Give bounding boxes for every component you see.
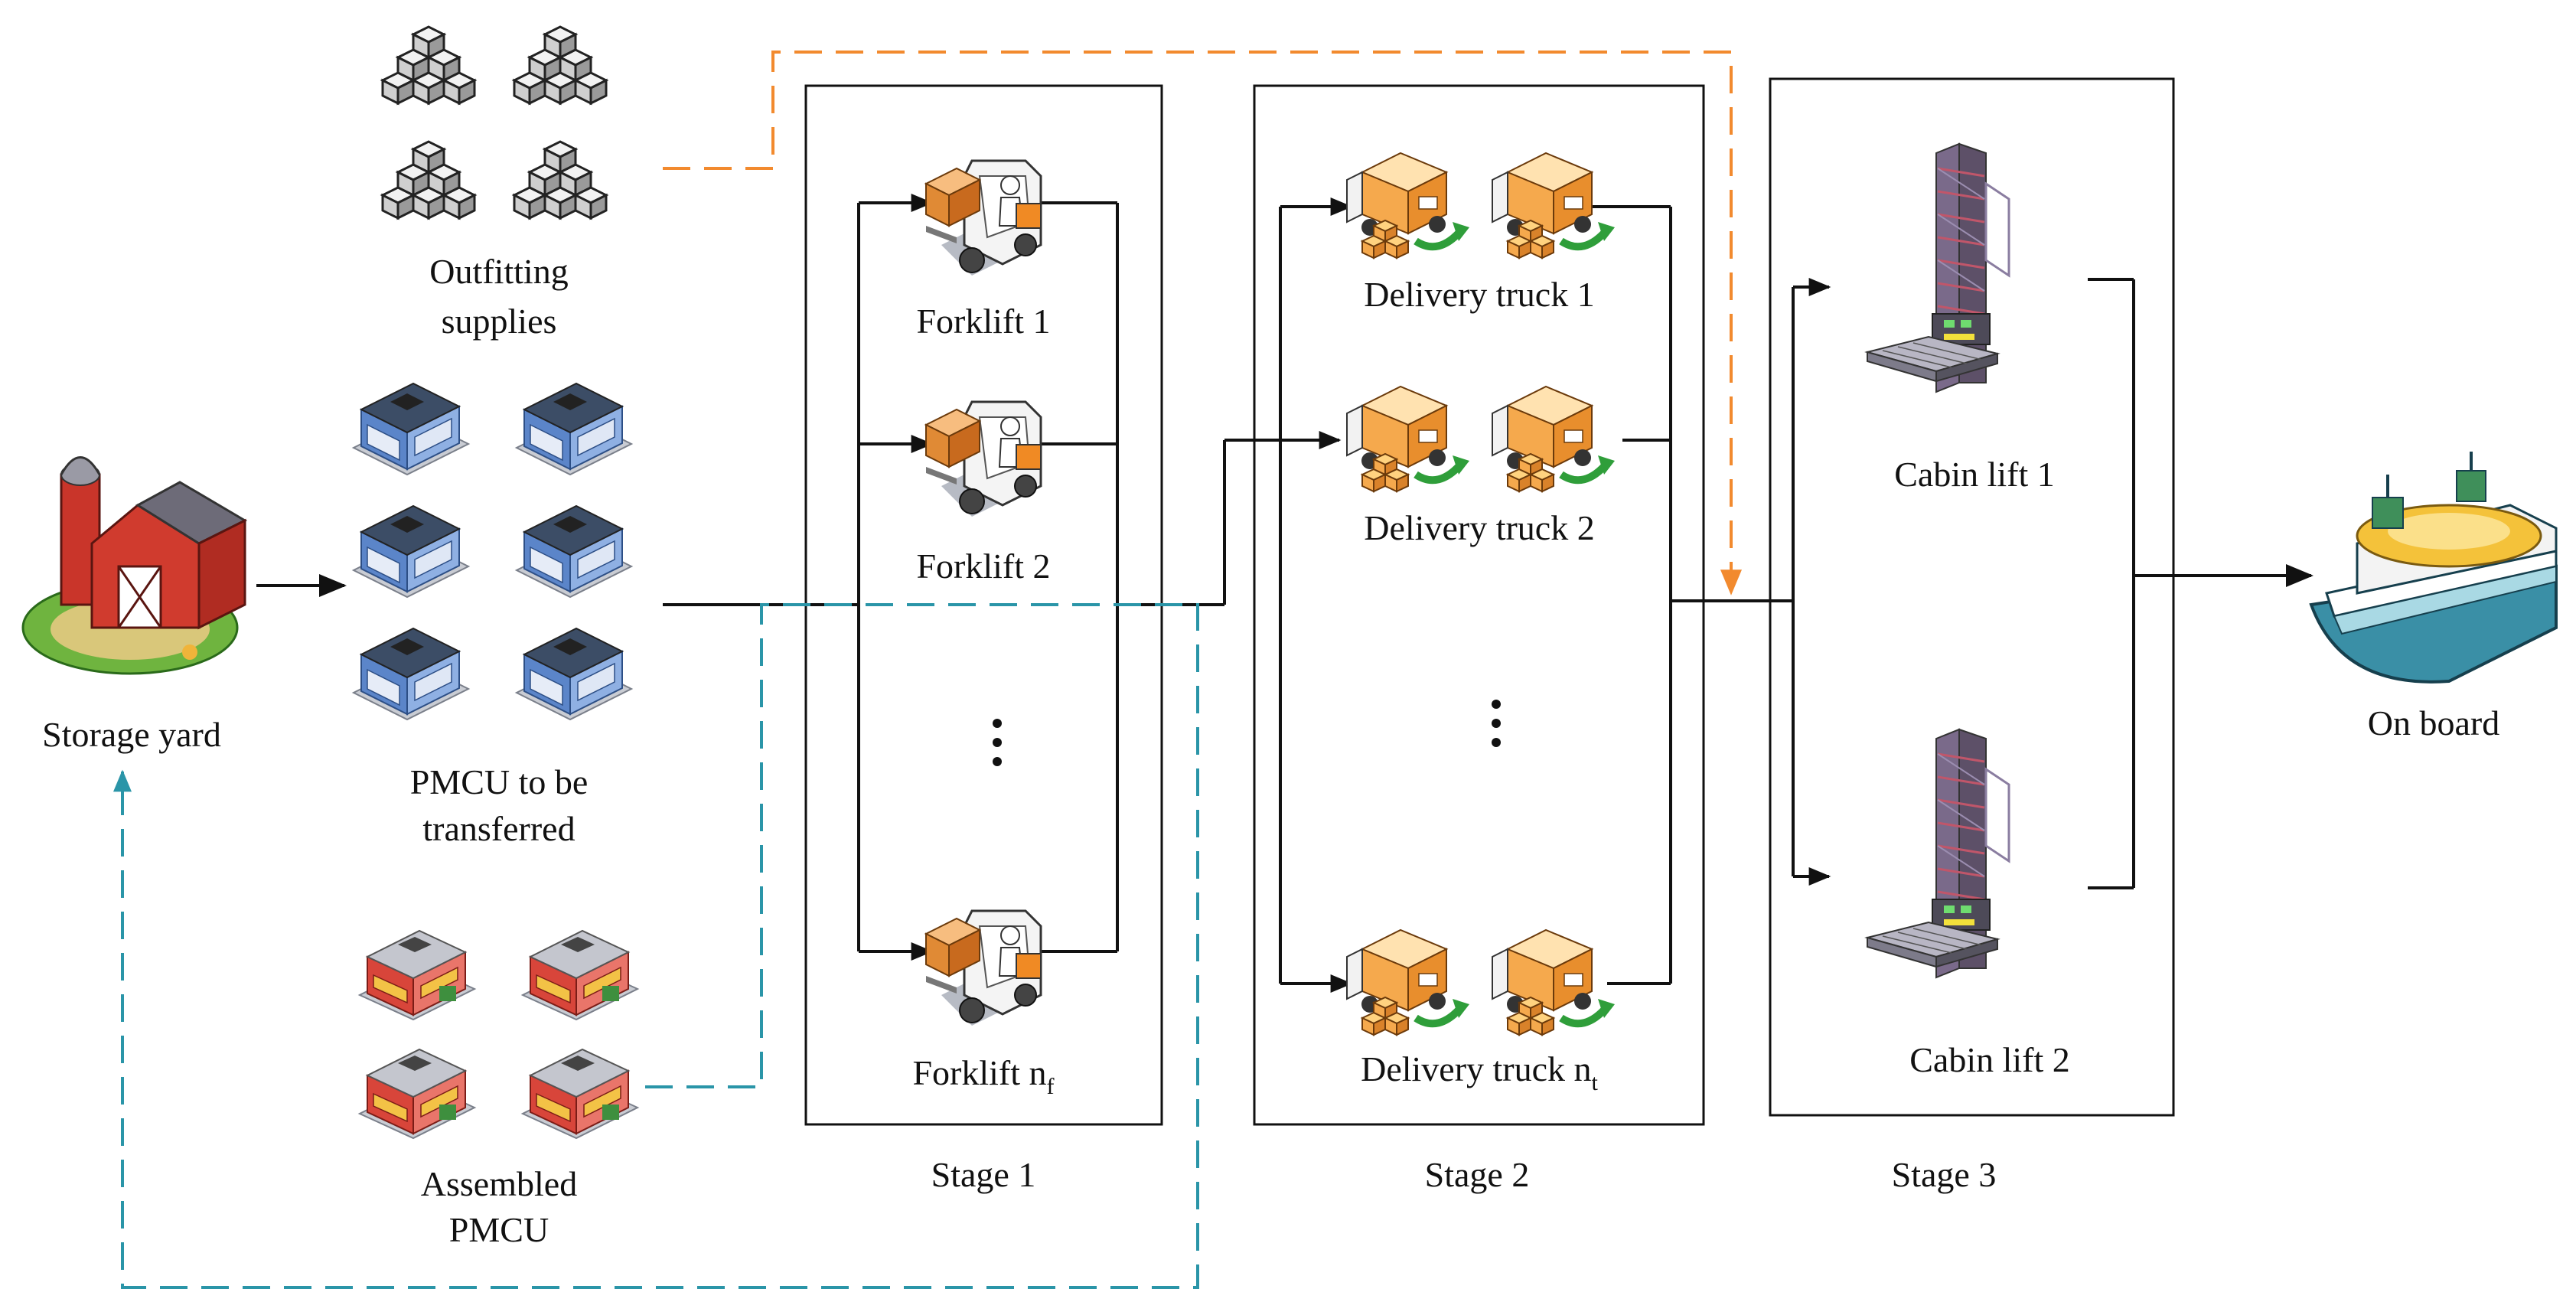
module-unit-icon-6 xyxy=(516,628,632,720)
module-unit-icon-4 xyxy=(516,505,632,598)
stage-1-title: Stage 1 xyxy=(931,1155,1036,1194)
stage-3-title: Stage 3 xyxy=(1892,1155,1997,1194)
outfitting-label-line2: supplies xyxy=(442,302,557,341)
module-unit-icon-3 xyxy=(353,505,469,598)
outfitting-label-line1: Outfitting xyxy=(429,252,568,291)
stage-2-box xyxy=(1253,84,1705,1126)
truck-n-label: Delivery truck nt xyxy=(1361,1049,1598,1095)
forklift-n-label: Forklift nf xyxy=(912,1053,1054,1099)
crate-stack-icon-4 xyxy=(513,140,608,220)
crate-stack-icon-3 xyxy=(381,140,476,220)
delivery-truck-icon-3a xyxy=(1347,930,1469,1035)
assembled-module-icon-2 xyxy=(522,930,638,1020)
module-unit-icon-2 xyxy=(516,383,632,475)
barn-icon xyxy=(21,456,248,675)
forklift-1-label: Forklift 1 xyxy=(916,302,1050,341)
assembled-module-icon-1 xyxy=(359,930,475,1020)
module-unit-icon-1 xyxy=(353,383,469,475)
truck-1-label: Delivery truck 1 xyxy=(1364,275,1594,314)
delivery-truck-icon-2a xyxy=(1347,387,1469,491)
forklift-ellipsis xyxy=(993,719,1002,766)
crate-stack-icon-1 xyxy=(381,25,476,105)
assembled-module-icon-3 xyxy=(359,1049,475,1139)
module-unit-icon-5 xyxy=(353,628,469,720)
return-flow-line xyxy=(113,603,1199,1289)
pmcu-label-line1: PMCU to be xyxy=(410,762,589,801)
storage-yard-label: Storage yard xyxy=(42,715,221,754)
on-board-label: On board xyxy=(2368,703,2499,742)
forklift-2-label: Forklift 2 xyxy=(916,547,1050,586)
truck-2-label: Delivery truck 2 xyxy=(1364,508,1594,547)
main-flow-lines xyxy=(256,194,2314,993)
cabin-lift-icon-2 xyxy=(1866,728,2010,979)
stage-2-title: Stage 2 xyxy=(1425,1155,1530,1194)
forklift-icon-2 xyxy=(924,400,1042,518)
pmcu-label-line2: transferred xyxy=(422,809,575,848)
truck-ellipsis xyxy=(1492,700,1501,747)
assembled-module-icon-4 xyxy=(522,1049,638,1139)
cabin-lift-1-label: Cabin lift 1 xyxy=(1894,455,2055,494)
forklift-icon-3 xyxy=(924,909,1042,1027)
supply-flow-line xyxy=(663,51,1742,596)
crate-stack-icon-2 xyxy=(513,25,608,105)
cabin-lift-2-label: Cabin lift 2 xyxy=(1909,1040,2070,1079)
cabin-lift-icon-1 xyxy=(1866,142,2010,393)
stage-3-box xyxy=(1769,77,2175,1117)
delivery-truck-icon-2b xyxy=(1492,387,1615,491)
assembled-label-line2: PMCU xyxy=(449,1210,549,1249)
ship-icon xyxy=(2309,452,2558,684)
forklift-icon-1 xyxy=(924,159,1042,277)
assembled-label-line1: Assembled xyxy=(421,1164,577,1203)
delivery-truck-icon-1a xyxy=(1347,153,1469,258)
delivery-truck-icon-3b xyxy=(1492,930,1615,1035)
